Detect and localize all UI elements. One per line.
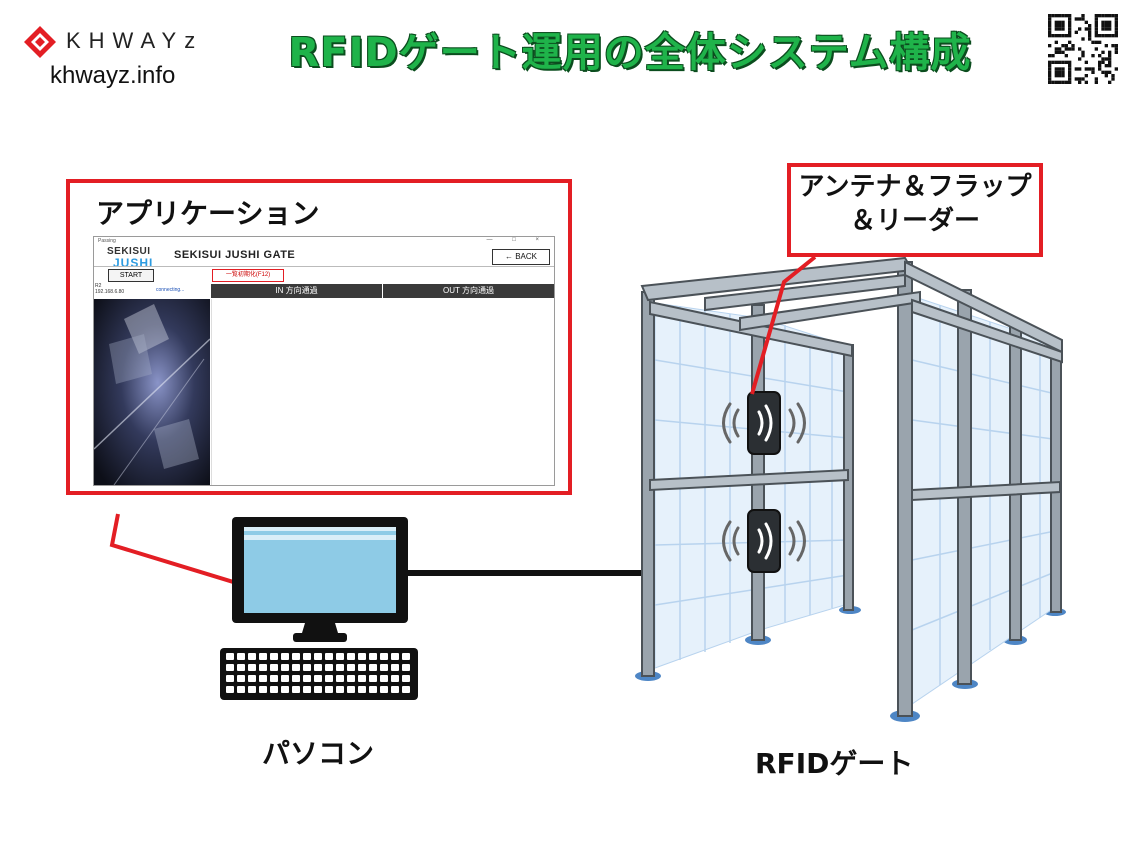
page-title: RFIDゲート運用の全体システム構成 [288,30,972,76]
rfid-gate-icon [635,256,1066,722]
gate-app-title: SEKISUI JUSHI GATE [174,249,296,261]
antenna-callout-line [750,255,817,395]
keyboard-icon [220,648,418,700]
qr-code-icon [1048,14,1118,84]
rfid-antenna-icon [722,391,806,455]
logo-mark-icon [24,26,56,58]
reader-ip: 192.168.6.80 [95,289,125,295]
clear-list-button[interactable]: 一覧初期化(F12) [212,269,284,282]
site-url[interactable]: khwayz.info [50,62,176,89]
reader-connection-info: R2 192.168.6.80 [95,283,165,297]
app-window-screenshot: Passing — □ × SEKISUI JUSHI SEKISUI JUSH… [93,236,555,486]
antenna-label: アンテナ＆フラップ ＆リーダー [787,170,1043,238]
window-divider [94,266,554,267]
window-title: Passing [98,238,116,244]
window-titlebar: Passing — □ × [94,237,554,246]
window-controls[interactable]: — □ × [486,237,548,243]
reader-name: R2 [95,283,102,289]
pc-label: パソコン [262,737,375,770]
khwayz-logo: KHWAYz [22,20,222,64]
sekisui-jushi-logo: SEKISUI JUSHI [97,246,157,270]
rfid-antenna-icon [722,509,806,573]
application-label: アプリケーション [96,197,320,230]
rfid-gate-label: RFIDゲート [755,747,914,780]
start-button[interactable]: START [108,269,154,282]
brand-line1: SEKISUI [107,246,151,257]
app-callout-line [109,513,277,597]
in-direction-column-header: IN 方向通過 [211,284,382,298]
antenna-label-line1: アンテナ＆フラップ [798,172,1032,202]
logo-text: KHWAYz [66,28,204,53]
passing-table-body[interactable] [211,299,554,485]
brand-line2: JUSHI [113,256,154,270]
antenna-callout-box [787,163,1043,257]
out-direction-column-header: OUT 方向通過 [383,284,554,298]
back-button[interactable]: ← BACK [492,249,550,265]
connection-status: connecting... [156,287,185,293]
antenna-label-line2: ＆リーダー [849,206,980,236]
decorative-side-image [94,299,210,485]
computer-icon [232,517,408,642]
